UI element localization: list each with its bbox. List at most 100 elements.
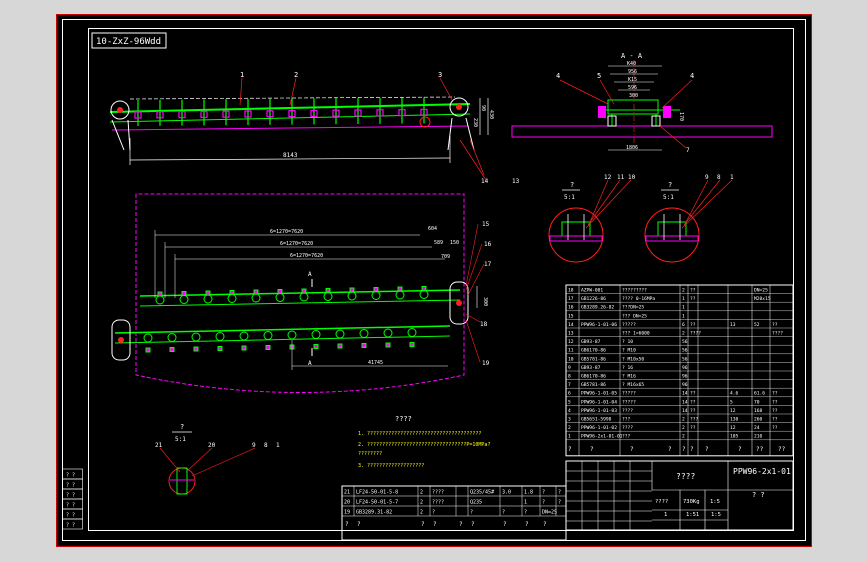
title-block-company: ? ? [752,491,765,499]
plan-upper-bracket [397,286,403,292]
bom-lower-cell: Q235 [470,500,482,506]
plan-upper-bracket [421,286,427,291]
bom-upper-cell: ???? [622,425,633,431]
bom-upper-header: ?? [756,446,764,453]
plan-dim-1: 6=1270=7620 [270,229,303,235]
detail-2-callout-1: 1 [730,174,734,181]
bom-upper-cell: 8 [568,374,571,380]
bom-upper-cell: 4.6 [730,391,739,397]
bom-upper-cell: 5 [730,399,733,405]
bom-lower-header: ? [357,521,361,528]
bom-lower-cell: GB3289.31-82 [356,510,392,516]
bom-lower-cell: 21 [344,490,350,496]
plan-lower-bracket [409,342,415,347]
elevation-bracket [354,109,362,117]
bom-upper-cell: ????? [622,391,636,397]
bom-lower-header: ? [503,521,507,528]
section-aa-dim-4: 596 [628,85,637,91]
title-block-scale: 1:5 [710,499,720,505]
technical-notes: ???? 1. ????????????????????????????????… [358,415,490,469]
bom-upper-cell: PPW96-1-01-05 [581,391,617,397]
bom-lower-header: ? [421,521,425,528]
plan-lower-bracket [265,345,271,350]
overall-length-dim: 8143 [283,152,298,159]
detail-1-view: ? 5:1 12 11 10 [548,174,636,263]
plan-lower-support [383,328,393,338]
bom-upper-cell: ?? [772,408,778,414]
elev-callout-2: 2 [294,71,298,79]
detail-1-callout-12: 12 [604,174,612,181]
bom-upper-cell: DN=25 [754,288,768,294]
plan-right-dim-3: 150 [450,240,459,246]
bom-upper-cell: ?? [772,399,778,405]
elevation-bracket [310,109,318,118]
bom-upper-cell: 15 [568,313,574,319]
revision-box-label: ? ? [66,503,75,509]
bom-upper-cell: 96 [682,365,688,371]
elevation-bracket [376,109,384,117]
bom-upper-cell: ? M16 [622,374,636,380]
plan-lower-bracket [337,343,343,349]
plan-lower-bracket [193,346,199,352]
bom-upper-cell: ????? [622,399,636,405]
bom-upper-cell: ?? [772,425,778,431]
bom-upper-cell: ?? [690,322,696,328]
bom-lower-cell: Q235/45# [470,490,494,496]
title-block-sheet-c: 1:5 [711,512,721,518]
bom-upper-cell: PPW96-1-01-02 [581,425,617,431]
detail-3-callout-21: 21 [155,442,163,449]
bom-upper-cell: 2 [682,417,685,423]
bom-upper-cell: GB5781-86 [581,382,606,388]
section-aa-callout-4a: 4 [556,72,560,80]
notes-item-3: 3. ??????????????????? [358,463,424,469]
elevation-bracket [332,109,340,117]
bom-upper-cell: 2 [682,434,685,440]
bom-upper-cell: ? 10 [622,339,633,345]
bom-upper-cell: ???? [690,331,701,337]
bom-upper-cell: ?? [690,399,696,405]
bom-upper-cell: 56 [682,339,688,345]
bom-lower-cell: 2 [420,510,423,516]
plan-upper-bracket [373,287,379,292]
plan-upper-bracket [253,289,259,295]
revision-box-label: ? ? [66,473,75,479]
section-aa-view: A - A K40 956 K15 596 300 4 5 4 1806 170… [511,52,773,154]
bom-upper-header: ? [568,446,572,453]
bom-lower-cell: 2 [420,490,423,496]
plan-lower-bracket [145,347,151,353]
elev-balloon-13: 13 [512,178,520,185]
bom-upper-cell: 130 [730,417,739,423]
left-revision-boxes: ? ?? ?? ?? ?? ?? ? [62,468,83,530]
bom-lower-cell: LF24-50-01-5-8 [356,490,398,496]
bom-upper-cell: 3 [568,417,571,423]
bom-upper-cell: 11 [568,348,574,354]
plan-lower-support [143,333,153,343]
bom-upper-cell: PPW96-1-01-03 [581,408,617,414]
bom-lower-cell: ? [542,500,545,506]
drawing-border [88,28,794,531]
elevation-bracket [420,108,428,117]
bom-upper-header: ? [690,446,694,453]
bom-upper-cell: 1 [682,296,685,302]
bom-upper-header: ? [705,446,709,453]
plan-upper-bracket [277,289,283,294]
plan-upper-bracket [181,291,187,296]
bom-lower-header: ? [471,521,475,528]
bom-upper-cell: ??? DN=25 [622,313,647,319]
bom-upper-header: ? [738,446,742,453]
bom-upper-header: ? [668,446,672,453]
bom-upper-cell: 14 [682,391,688,397]
detail-2-label-bottom: 5:1 [663,194,674,201]
plan-right-dim-1: 604 [428,226,437,232]
bom-upper-cell: 4 [568,408,571,414]
section-aa-dim-5: 300 [629,93,638,99]
bom-upper-cell: 12 [730,408,736,414]
bom-lower-cell: 20 [344,500,350,506]
plan-lower-support [167,333,177,342]
revision-box-label: ? ? [66,523,75,529]
plan-bottom-dim: 41745 [368,360,383,366]
bom-upper-cell: ???? [772,331,783,337]
